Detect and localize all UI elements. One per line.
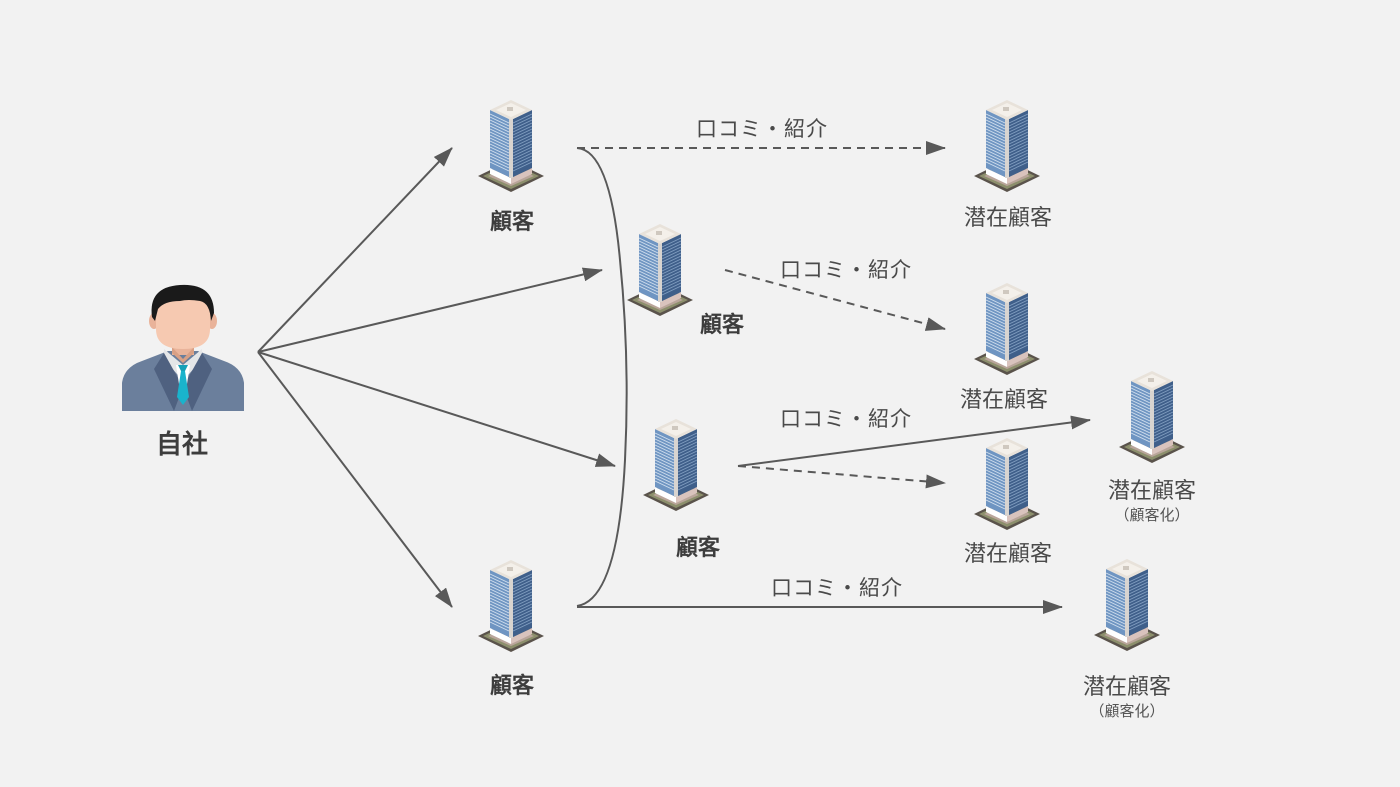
office-building-icon [477, 99, 545, 193]
edge-company-customer-d [257, 351, 453, 608]
businessman-icon [122, 284, 244, 411]
edge-company-customer-a [257, 147, 453, 353]
office-building-icon [1118, 370, 1186, 464]
edge-label-referral: 口コミ・紹介 [780, 258, 912, 282]
prospect-5-sublabel: （顧客化） [1089, 702, 1165, 720]
edge-customer-b-prospect-2 [724, 269, 946, 331]
customer-a-label: 顧客 [489, 210, 535, 235]
prospect-2-label: 潜在顧客 [959, 388, 1049, 413]
edge-label-referral: 口コミ・紹介 [780, 407, 912, 431]
edge-label-referral: 口コミ・紹介 [771, 576, 903, 600]
office-building-icon [973, 99, 1041, 193]
customer-c-label: 顧客 [675, 536, 721, 561]
office-building-icon [642, 418, 710, 512]
customer-b-label: 顧客 [699, 313, 745, 338]
office-building-icon [973, 282, 1041, 376]
edge-company-customer-b [257, 267, 603, 353]
office-building-icon [1093, 558, 1161, 652]
edge-label-referral: 口コミ・紹介 [696, 117, 828, 141]
office-building-icon [973, 437, 1041, 531]
customer-group-bracket [576, 147, 628, 607]
office-building-icon [626, 223, 694, 317]
prospect-1-label: 潜在顧客 [963, 206, 1053, 231]
prospect-3-label: 潜在顧客 [963, 542, 1053, 567]
office-building-icon [477, 559, 545, 653]
edge-customer-c-prospect-3 [737, 465, 946, 489]
customer-d-label: 顧客 [489, 674, 535, 699]
prospect-5-label: 潜在顧客 [1082, 675, 1172, 700]
edges-referrals [577, 141, 1091, 614]
prospect-4-label: 潜在顧客 [1107, 479, 1197, 504]
company-label: 自社 [155, 430, 209, 460]
edge-customer-c-prospect-4 [737, 415, 1091, 467]
edge-company-customer-c [257, 351, 616, 467]
edges-company-to-customers [257, 147, 616, 608]
prospect-4-sublabel: （顧客化） [1114, 506, 1190, 524]
